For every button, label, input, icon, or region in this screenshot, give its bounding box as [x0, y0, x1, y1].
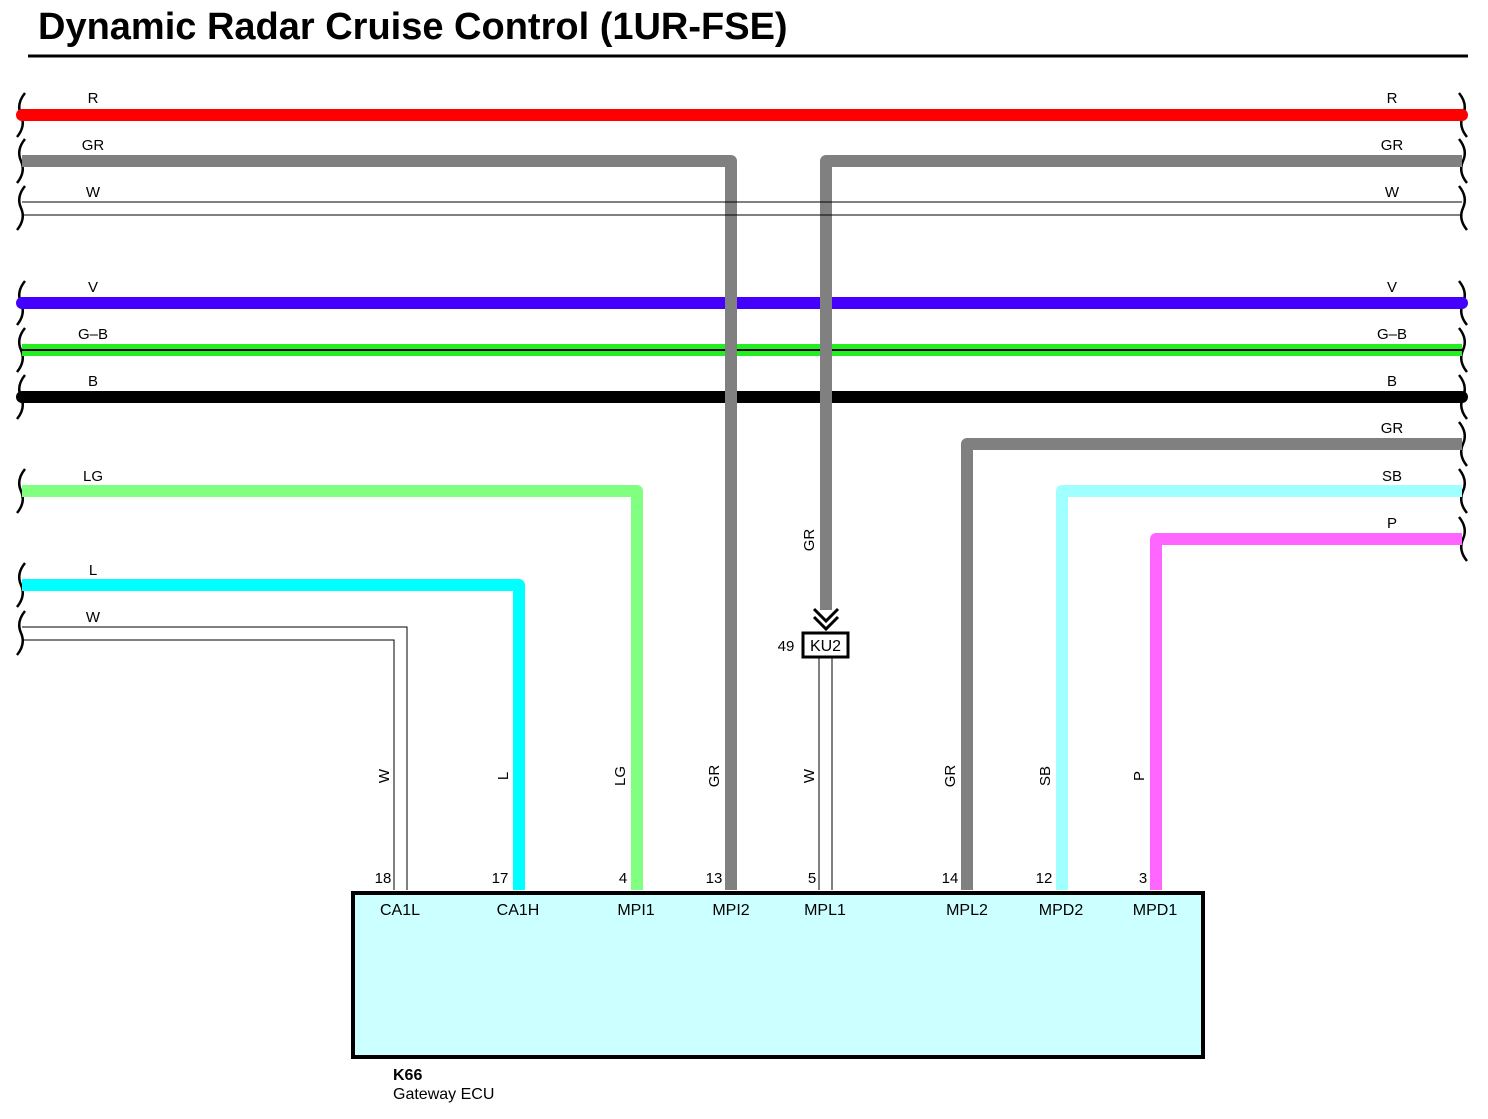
junction-pin: 49	[778, 638, 795, 655]
wire-gr-right	[961, 438, 1462, 890]
left-wire-label: LG	[83, 468, 103, 485]
wire-l	[22, 579, 525, 890]
ecu-k66: W L LG GR W GR SB P 18 17 4 13 5 14 12 3…	[351, 765, 1205, 1103]
ecu-wire-label: SB	[1037, 766, 1054, 786]
ecu-id: K66	[393, 1067, 422, 1084]
ecu-terminal-name: CA1L	[380, 902, 420, 919]
ecu-wire-label: W	[801, 768, 818, 783]
ecu-terminal-name: MPI2	[712, 902, 749, 919]
wire-break-icon	[16, 138, 26, 184]
bus-label-left: R	[88, 90, 99, 107]
bus-label-right: G–B	[1377, 326, 1407, 343]
bus-wire-gr	[22, 155, 1462, 890]
ecu-terminal-name: MPL1	[804, 902, 846, 919]
ecu-pin-number: 3	[1139, 870, 1147, 887]
wire-break-icon	[16, 610, 26, 656]
left-wire-label: L	[89, 562, 97, 579]
ecu-pin-number: 5	[808, 870, 816, 887]
wire-break-icon	[1458, 421, 1468, 467]
bus-label-left: GR	[82, 137, 105, 154]
bus-label-right: B	[1387, 373, 1397, 390]
bus-label-right: W	[1385, 184, 1400, 201]
ecu-terminal-name: MPD1	[1133, 902, 1178, 919]
connector-chevron-icon	[812, 607, 840, 632]
ecu-box	[351, 891, 1205, 1059]
junction-in-label: GR	[801, 529, 818, 552]
ecu-pin-number: 4	[619, 870, 627, 887]
wire-break-icon	[1458, 516, 1468, 562]
left-wire-label: W	[86, 609, 101, 626]
junction-id: KU2	[810, 638, 841, 655]
bus-label-right: R	[1387, 90, 1398, 107]
ecu-terminal-name: MPD2	[1039, 902, 1084, 919]
wire-sb	[1056, 485, 1462, 890]
right-wire-label: GR	[1381, 420, 1404, 437]
page-title: Dynamic Radar Cruise Control (1UR-FSE)	[38, 6, 788, 48]
ecu-pin-number: 12	[1036, 870, 1053, 887]
ecu-wire-label: P	[1131, 771, 1148, 781]
wire-break-icon	[1458, 185, 1468, 231]
ecu-wire-label: GR	[706, 765, 723, 788]
ecu-wire-label: L	[495, 772, 512, 780]
ecu-wire-label: W	[376, 768, 393, 783]
wire-break-icon	[16, 468, 26, 514]
bus-wire-w	[22, 201, 1462, 216]
ecu-terminal-name: MPL2	[946, 902, 988, 919]
ecu-pin-number: 18	[375, 870, 392, 887]
bus-labels: R R GR GR W W V V G–B G–B B B LG L W GR …	[78, 90, 1407, 626]
wire-break-icon	[16, 327, 26, 373]
wire-break-icon	[1458, 468, 1468, 514]
ecu-wire-label: LG	[612, 766, 629, 786]
wire-lg	[22, 485, 643, 890]
wire-break-icon	[16, 185, 26, 231]
bus-label-left: G–B	[78, 326, 108, 343]
bus-label-left: W	[86, 184, 101, 201]
ecu-pin-number: 13	[706, 870, 723, 887]
break-symbols	[16, 92, 1468, 656]
ecu-name: Gateway ECU	[393, 1086, 494, 1103]
wire-w-left	[22, 626, 408, 890]
wire-break-icon	[1458, 138, 1468, 184]
bus-label-left: B	[88, 373, 98, 390]
ecu-pin-number: 17	[492, 870, 509, 887]
ecu-terminal-name: MPI1	[617, 902, 654, 919]
wire-break-icon	[1458, 327, 1468, 373]
bus-label-left: V	[88, 279, 98, 296]
wire-p	[1150, 533, 1462, 890]
bus-label-right: GR	[1381, 137, 1404, 154]
junction-ku2: KU2 49 GR	[778, 529, 850, 890]
right-wire-label: P	[1387, 515, 1397, 532]
ecu-terminal-name: CA1H	[497, 902, 540, 919]
right-wire-label: SB	[1382, 468, 1402, 485]
wire-break-icon	[16, 562, 26, 608]
ecu-wire-label: GR	[942, 765, 959, 788]
ecu-pin-number: 14	[942, 870, 959, 887]
bus-label-right: V	[1387, 279, 1397, 296]
